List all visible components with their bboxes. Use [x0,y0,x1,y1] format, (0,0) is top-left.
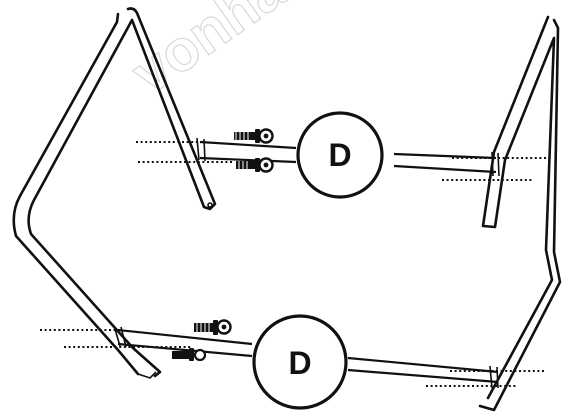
callout-circle-lower [252,314,348,410]
alignment-dotted-lines [40,141,546,387]
bolt-icon [194,320,218,335]
lower-crossbar-bottom-edge [117,342,499,384]
bolt-icon [234,129,260,143]
left-frame-bottom-end [137,371,157,379]
callout-d-lower: D [252,314,348,410]
bolt-icon [236,158,260,172]
washer-icon [193,348,207,362]
right-frame [478,15,562,412]
right-frame-outer [481,15,556,400]
lower-crossbar-top-edge [117,328,499,374]
upper-crossbar-top-edge [199,140,497,160]
callout-letter-upper: D [328,137,351,173]
callout-letter-lower: D [288,345,311,381]
upper-bolt-set [234,128,274,173]
upper-crossbar [196,137,500,177]
washer-icon [258,157,274,173]
upper-crossbar-bottom-edge [199,156,497,174]
left-frame-outer [12,12,140,376]
watermark-text: vonhaus [120,0,353,107]
left-frame-hole [207,202,213,208]
left-frame [12,7,217,379]
washer-icon [258,128,274,144]
right-frame-inner [478,18,562,412]
callout-circle-upper [296,111,384,199]
callout-d-upper: D [296,111,384,199]
lower-bolt-set [172,319,232,362]
left-frame-inner [27,7,217,378]
washer-icon [216,319,232,335]
bolt-icon [172,348,194,361]
upper-crossbar-right-end [491,151,500,177]
